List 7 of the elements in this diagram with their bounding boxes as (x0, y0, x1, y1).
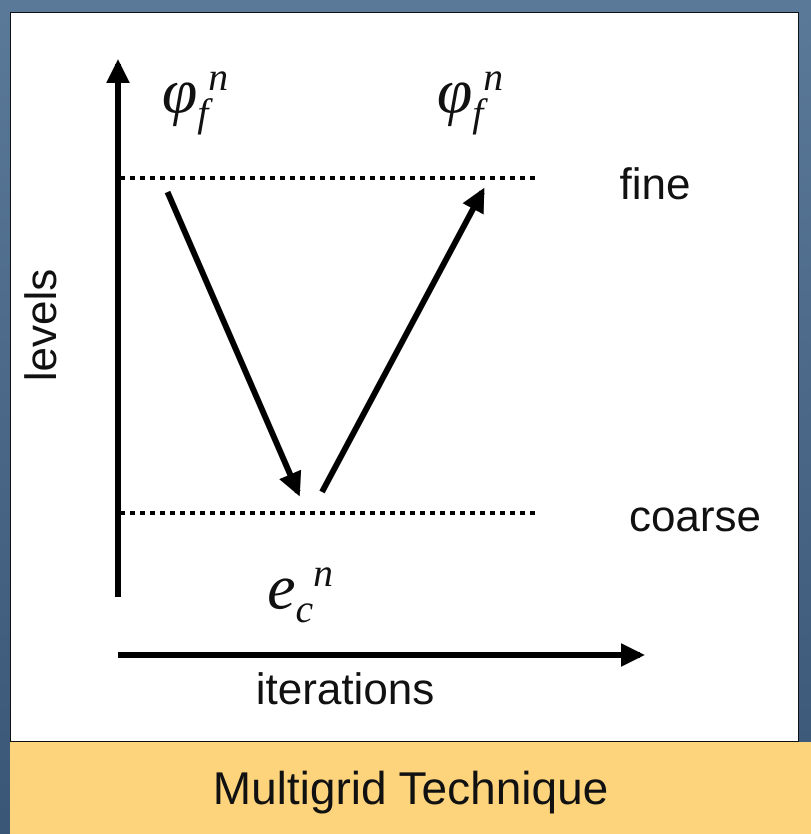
level-label: fine (620, 160, 690, 210)
axis-label: levels (17, 268, 67, 382)
caption: Multigrid Technique (212, 761, 608, 815)
arrow (164, 190, 302, 496)
arrow (319, 188, 485, 494)
level-label: coarse (628, 492, 762, 542)
level-label: iterations (256, 665, 434, 715)
